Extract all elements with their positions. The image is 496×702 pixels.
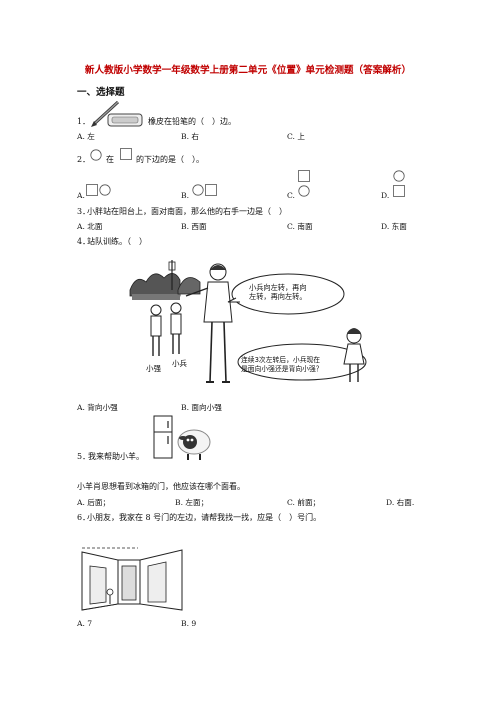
question-text: 小羊肖恩想看到冰箱的门，他应该在哪个面看。 xyxy=(77,482,245,491)
option-d[interactable]: D. xyxy=(381,191,390,200)
page-title: 新人教版小学数学一年级数学上册第二单元《位置》单元检测题（答案解析） xyxy=(84,65,412,76)
question-text: 在 xyxy=(106,155,114,164)
option-a[interactable]: A. 后面； xyxy=(77,498,111,507)
question-number: 2． xyxy=(77,155,91,164)
option-c[interactable]: C. 上 xyxy=(287,132,305,141)
bubble-line: 左转，再向左转。 xyxy=(249,292,307,301)
fridge-sheep-picture xyxy=(153,415,211,460)
option-a[interactable]: A. xyxy=(77,191,85,200)
speech-bubble-coach: 小兵向左转，再向 左转，再向左转。 xyxy=(249,283,307,301)
question-text: 小朋友，我家在 8 号门的左边，请帮我找一找，应是（ ）号门。 xyxy=(87,513,322,522)
bubble-line: 小兵向左转，再向 xyxy=(249,283,307,292)
question-text: 小胖站在阳台上，面对南面，那么他的右手一边是（ ） xyxy=(87,207,287,216)
option-a[interactable]: A. 北面 xyxy=(77,222,103,231)
doors-hallway-picture xyxy=(81,547,183,611)
option-a[interactable]: A. 7 xyxy=(77,619,93,628)
pencil-eraser-picture xyxy=(91,100,143,127)
option-c[interactable]: C. xyxy=(287,191,295,200)
circle-square-icon xyxy=(192,184,217,196)
option-b[interactable]: B. 9 xyxy=(181,619,197,628)
question-number: 6． xyxy=(77,513,91,522)
bubble-line: 连续3次左转后，小兵现在 xyxy=(241,356,321,364)
option-b[interactable]: B. 面向小强 xyxy=(181,403,222,412)
option-c[interactable]: C. 前面； xyxy=(287,498,321,507)
drill-illustration xyxy=(129,260,367,383)
label-xiaoqiang: 小强 xyxy=(146,364,161,373)
option-b[interactable]: B. 右 xyxy=(181,132,200,141)
option-a[interactable]: A. 左 xyxy=(77,132,95,141)
question-text: 的下边的是（ ）。 xyxy=(136,155,204,164)
option-d[interactable]: D. 东面 xyxy=(381,222,407,231)
square-icon xyxy=(120,148,132,160)
question-number: 3． xyxy=(77,207,91,216)
question-number: 1． xyxy=(77,117,91,126)
option-c[interactable]: C. 南面 xyxy=(287,222,313,231)
option-b[interactable]: B. 左面； xyxy=(175,498,209,507)
circle-icon xyxy=(90,149,102,161)
square-circle-icon xyxy=(86,184,111,196)
question-text: 橡皮在铅笔的（ ）边。 xyxy=(148,117,236,126)
question-text: 我来帮助小羊。 xyxy=(88,452,144,461)
option-b[interactable]: B. xyxy=(181,191,189,200)
label-xiaobing: 小兵 xyxy=(172,359,187,368)
circle-above-square-icon xyxy=(393,170,405,197)
square-above-circle-icon xyxy=(298,170,310,197)
option-a[interactable]: A. 背向小强 xyxy=(77,403,118,412)
question-text: 站队训练。（ ） xyxy=(87,237,147,246)
bubble-line: 是面向小强还是背向小强？ xyxy=(241,364,323,373)
question-number: 5． xyxy=(77,452,91,461)
speech-bubble-girl: 连续3次左转后，小兵现在 是面向小强还是背向小强？ xyxy=(241,356,323,373)
option-d[interactable]: D. 右面. xyxy=(386,498,415,507)
section-heading: 一、选择题 xyxy=(77,87,125,98)
option-b[interactable]: B. 西面 xyxy=(181,222,207,231)
question-number: 4． xyxy=(77,237,91,246)
